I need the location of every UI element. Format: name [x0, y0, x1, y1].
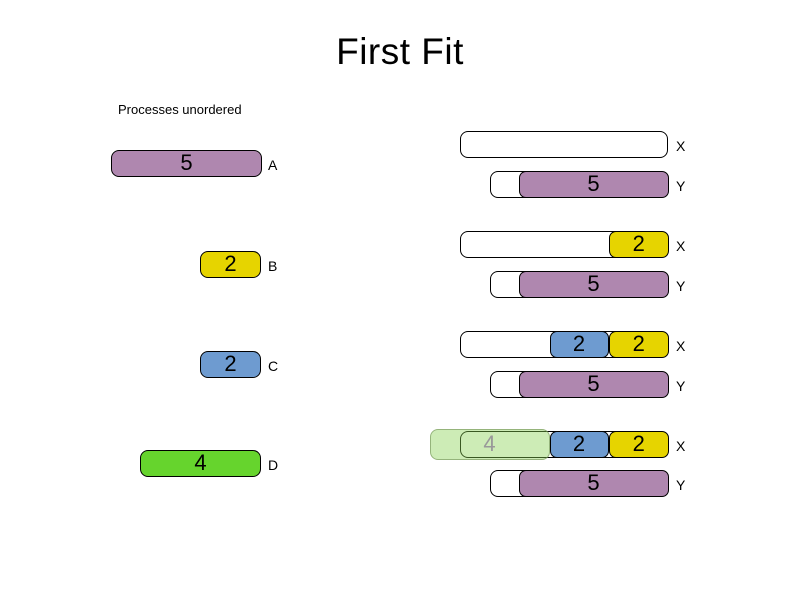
- stage1-memory-x-bar: [460, 131, 668, 158]
- process-block-b: 2: [200, 251, 261, 278]
- processes-heading: Processes unordered: [118, 102, 242, 117]
- stage4-memory-y-bar: 5: [490, 469, 669, 497]
- process-block-a: 5: [111, 150, 262, 177]
- process-label-c: C: [268, 358, 279, 374]
- stage1-allocated-block-a: 5: [518, 170, 669, 198]
- stage4-allocated-block-c: 2: [549, 430, 609, 458]
- stage2-memory-y-bar: 5: [490, 270, 669, 298]
- stage1-memory-y-label: Y: [676, 178, 686, 194]
- stage2-allocated-block-a: 5: [518, 270, 669, 298]
- stage2-memory-x-bar: 2: [460, 230, 669, 258]
- stage4-memory-y-label: Y: [676, 477, 686, 493]
- process-label-a: A: [268, 157, 278, 173]
- stage1-memory-y-bar: 5: [490, 170, 669, 198]
- process-label-b: B: [268, 258, 278, 274]
- stage3-allocated-block-b: 2: [609, 330, 669, 358]
- stage4-memory-x-label: X: [676, 438, 686, 454]
- stage4-allocated-block-a: 5: [518, 469, 669, 497]
- stage2-memory-x-label: X: [676, 238, 686, 254]
- stage3-memory-x-label: X: [676, 338, 686, 354]
- process-block-d: 4: [140, 450, 261, 477]
- stage3-memory-y-label: Y: [676, 378, 686, 394]
- process-label-d: D: [268, 457, 279, 473]
- stage3-allocated-block-c: 2: [549, 330, 609, 358]
- stage1-memory-x-label: X: [676, 138, 686, 154]
- stage3-allocated-block-a: 5: [518, 370, 669, 398]
- stage3-memory-y-bar: 5: [490, 370, 669, 398]
- stage4-memory-x-bar: 4 2 2: [429, 428, 669, 460]
- page-title: First Fit: [336, 31, 464, 72]
- stage2-allocated-block-b: 2: [609, 230, 669, 258]
- stage3-memory-x-bar: 2 2: [460, 330, 669, 358]
- stage4-allocated-block-b: 2: [609, 430, 669, 458]
- process-block-c: 2: [200, 351, 261, 378]
- stage4-ghost-block-d: 4: [429, 428, 550, 460]
- stage2-memory-y-label: Y: [676, 278, 686, 294]
